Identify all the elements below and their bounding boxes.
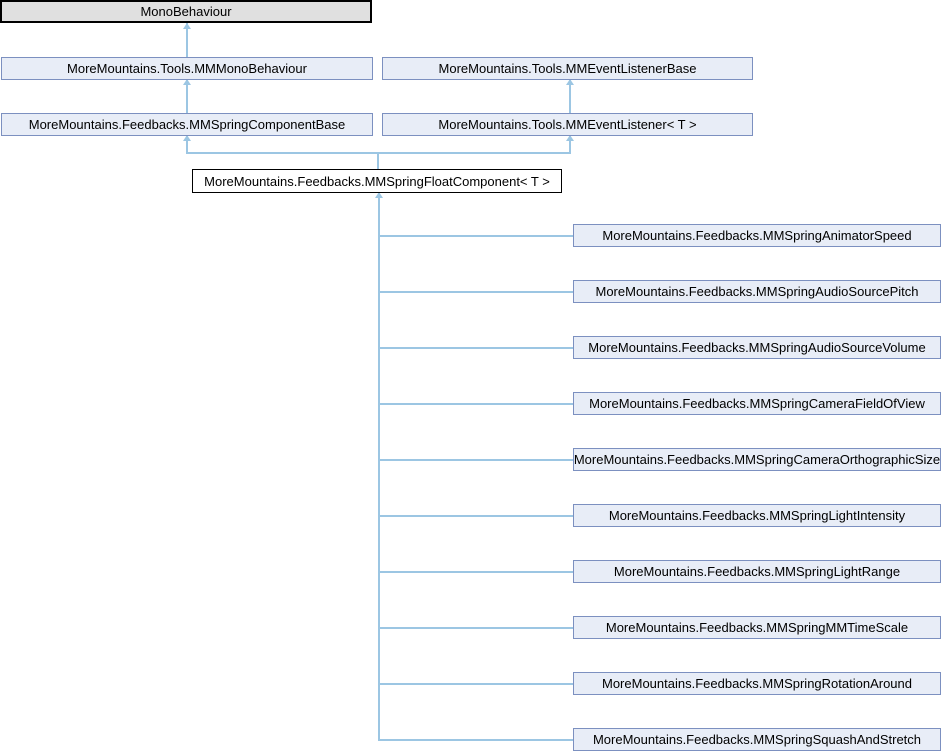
arrowhead-up-icon <box>375 192 383 198</box>
class-node-mmspringanimatorspeed[interactable]: MoreMountains.Feedbacks.MMSpringAnimator… <box>573 224 941 247</box>
arrowhead-up-icon <box>566 135 574 141</box>
class-node-mmspringaudiosourcepitch[interactable]: MoreMountains.Feedbacks.MMSpringAudioSou… <box>573 280 941 303</box>
edge-derived-branch <box>378 683 573 685</box>
edge-mmmonobehaviour-to-monobehaviour <box>186 23 188 57</box>
edge-derived-branch <box>378 571 573 573</box>
edge-derived-trunk <box>378 193 380 740</box>
arrowhead-up-icon <box>183 135 191 141</box>
class-node-mmspringcameraorthographicsize[interactable]: MoreMountains.Feedbacks.MMSpringCameraOr… <box>573 448 941 471</box>
class-node-mmspringaudiosourcevolume[interactable]: MoreMountains.Feedbacks.MMSpringAudioSou… <box>573 336 941 359</box>
edge-floatcomponent-stem <box>377 152 379 169</box>
edge-derived-branch <box>378 627 573 629</box>
edge-derived-branch <box>378 459 573 461</box>
arrowhead-up-icon <box>566 79 574 85</box>
arrowhead-up-icon <box>183 23 191 29</box>
class-node-mmspringcamerafieldofview[interactable]: MoreMountains.Feedbacks.MMSpringCameraFi… <box>573 392 941 415</box>
class-node-mmspringsquashandstretch[interactable]: MoreMountains.Feedbacks.MMSpringSquashAn… <box>573 728 941 751</box>
class-node-mmspringfloatcomponent-current: MoreMountains.Feedbacks.MMSpringFloatCom… <box>192 169 562 193</box>
class-node-mmeventlistener[interactable]: MoreMountains.Tools.MMEventListener< T > <box>382 113 753 136</box>
edge-derived-branch <box>378 347 573 349</box>
edge-derived-branch <box>378 739 573 741</box>
class-node-mmspringrotationaround[interactable]: MoreMountains.Feedbacks.MMSpringRotation… <box>573 672 941 695</box>
class-node-mmspringcomponentbase[interactable]: MoreMountains.Feedbacks.MMSpringComponen… <box>1 113 373 136</box>
edge-derived-branch <box>378 403 573 405</box>
edge-derived-branch <box>378 291 573 293</box>
edge-springcomponentbase-to-mmmonobehaviour <box>186 79 188 113</box>
arrowhead-up-icon <box>183 79 191 85</box>
edge-floatcomponent-to-springcomponentbase <box>186 135 188 153</box>
class-node-mmspringmmtimescale[interactable]: MoreMountains.Feedbacks.MMSpringMMTimeSc… <box>573 616 941 639</box>
edge-derived-branch <box>378 235 573 237</box>
edge-derived-branch <box>378 515 573 517</box>
edge-floatcomponent-parents-bus <box>186 152 571 154</box>
edge-floatcomponent-to-mmeventlistener <box>569 135 571 153</box>
class-node-mmspringlightintensity[interactable]: MoreMountains.Feedbacks.MMSpringLightInt… <box>573 504 941 527</box>
edge-mmeventlistener-to-mmeventlistenerbase <box>569 79 571 113</box>
class-node-monobehaviour: MonoBehaviour <box>0 0 372 23</box>
class-node-mmspringlightrange[interactable]: MoreMountains.Feedbacks.MMSpringLightRan… <box>573 560 941 583</box>
class-node-mmeventlistenerbase[interactable]: MoreMountains.Tools.MMEventListenerBase <box>382 57 753 80</box>
class-node-mmmonobehaviour[interactable]: MoreMountains.Tools.MMMonoBehaviour <box>1 57 373 80</box>
